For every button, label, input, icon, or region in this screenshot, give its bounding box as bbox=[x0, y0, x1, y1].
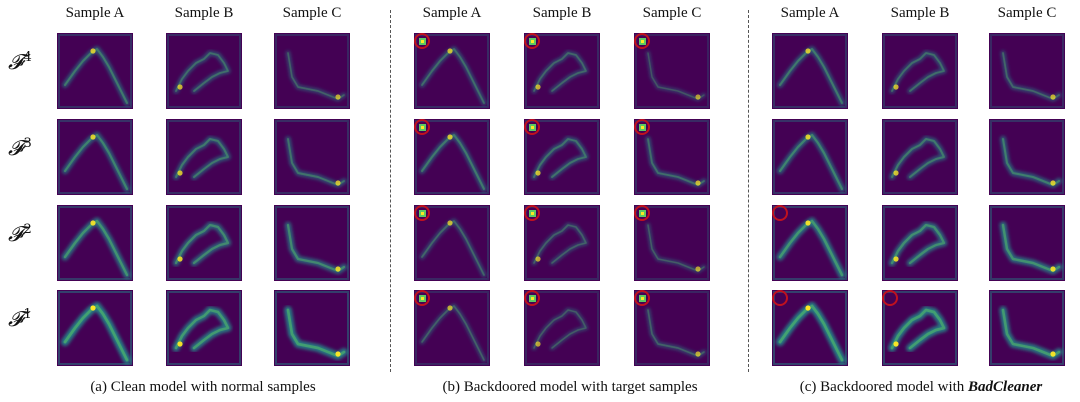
panel-c-col-c: Sample C bbox=[997, 5, 1057, 21]
feature-map-c-row2-col2 bbox=[989, 205, 1065, 281]
feature-map-c-row1-col1 bbox=[882, 290, 958, 366]
feature-map-c-row4-col2 bbox=[989, 33, 1065, 109]
caption-a: (a) Clean model with normal samples bbox=[90, 379, 316, 395]
feature-map-c-row1-col0 bbox=[772, 290, 848, 366]
panel-c-col-b: Sample B bbox=[890, 5, 950, 21]
caption-b: (b) Backdoored model with target samples bbox=[442, 379, 698, 395]
feature-map-a-row3-col2 bbox=[274, 119, 350, 195]
feature-map-b-row1-col1 bbox=[524, 290, 600, 366]
feature-map-c-row2-col1 bbox=[882, 205, 958, 281]
feature-map-a-row4-col0 bbox=[57, 33, 133, 109]
feature-map-a-row4-col1 bbox=[166, 33, 242, 109]
feature-map-b-row1-col2 bbox=[634, 290, 710, 366]
feature-map-a-row3-col0 bbox=[57, 119, 133, 195]
feature-map-b-row3-col0 bbox=[414, 119, 490, 195]
feature-map-a-row2-col1 bbox=[166, 205, 242, 281]
feature-map-b-row4-col0 bbox=[414, 33, 490, 109]
feature-map-a-row2-col0 bbox=[57, 205, 133, 281]
caption-c: (c) Backdoored model with BadCleaner bbox=[799, 379, 1043, 395]
separator-1 bbox=[390, 10, 391, 372]
row-label-f1: 𝓕1 bbox=[8, 307, 32, 331]
feature-map-b-row4-col1 bbox=[524, 33, 600, 109]
row-label-f2: 𝓕2 bbox=[8, 222, 32, 246]
panel-a-col-a: Sample A bbox=[65, 5, 125, 21]
feature-map-b-row2-col0 bbox=[414, 205, 490, 281]
row-label-f4: 𝓕4 bbox=[8, 50, 32, 74]
feature-map-a-row4-col2 bbox=[274, 33, 350, 109]
feature-map-c-row1-col2 bbox=[989, 290, 1065, 366]
feature-map-c-row3-col0 bbox=[772, 119, 848, 195]
caption-c-emph: BadCleaner bbox=[968, 379, 1043, 395]
panel-b-col-c: Sample C bbox=[642, 5, 702, 21]
feature-map-c-row4-col0 bbox=[772, 33, 848, 109]
feature-map-a-row1-col0 bbox=[57, 290, 133, 366]
panel-b-col-a: Sample A bbox=[422, 5, 482, 21]
feature-map-b-row4-col2 bbox=[634, 33, 710, 109]
feature-map-c-row4-col1 bbox=[882, 33, 958, 109]
separator-2 bbox=[748, 10, 749, 372]
feature-map-b-row2-col1 bbox=[524, 205, 600, 281]
row-label-f3: 𝓕3 bbox=[8, 136, 32, 160]
panel-c-col-a: Sample A bbox=[780, 5, 840, 21]
panel-a-col-c: Sample C bbox=[282, 5, 342, 21]
feature-map-a-row1-col2 bbox=[274, 290, 350, 366]
panel-b-col-b: Sample B bbox=[532, 5, 592, 21]
feature-map-b-row2-col2 bbox=[634, 205, 710, 281]
feature-map-c-row2-col0 bbox=[772, 205, 848, 281]
feature-map-c-row3-col2 bbox=[989, 119, 1065, 195]
feature-map-a-row2-col2 bbox=[274, 205, 350, 281]
feature-map-a-row1-col1 bbox=[166, 290, 242, 366]
feature-map-b-row1-col0 bbox=[414, 290, 490, 366]
panel-a-col-b: Sample B bbox=[174, 5, 234, 21]
feature-map-a-row3-col1 bbox=[166, 119, 242, 195]
feature-map-c-row3-col1 bbox=[882, 119, 958, 195]
feature-map-b-row3-col1 bbox=[524, 119, 600, 195]
feature-map-b-row3-col2 bbox=[634, 119, 710, 195]
